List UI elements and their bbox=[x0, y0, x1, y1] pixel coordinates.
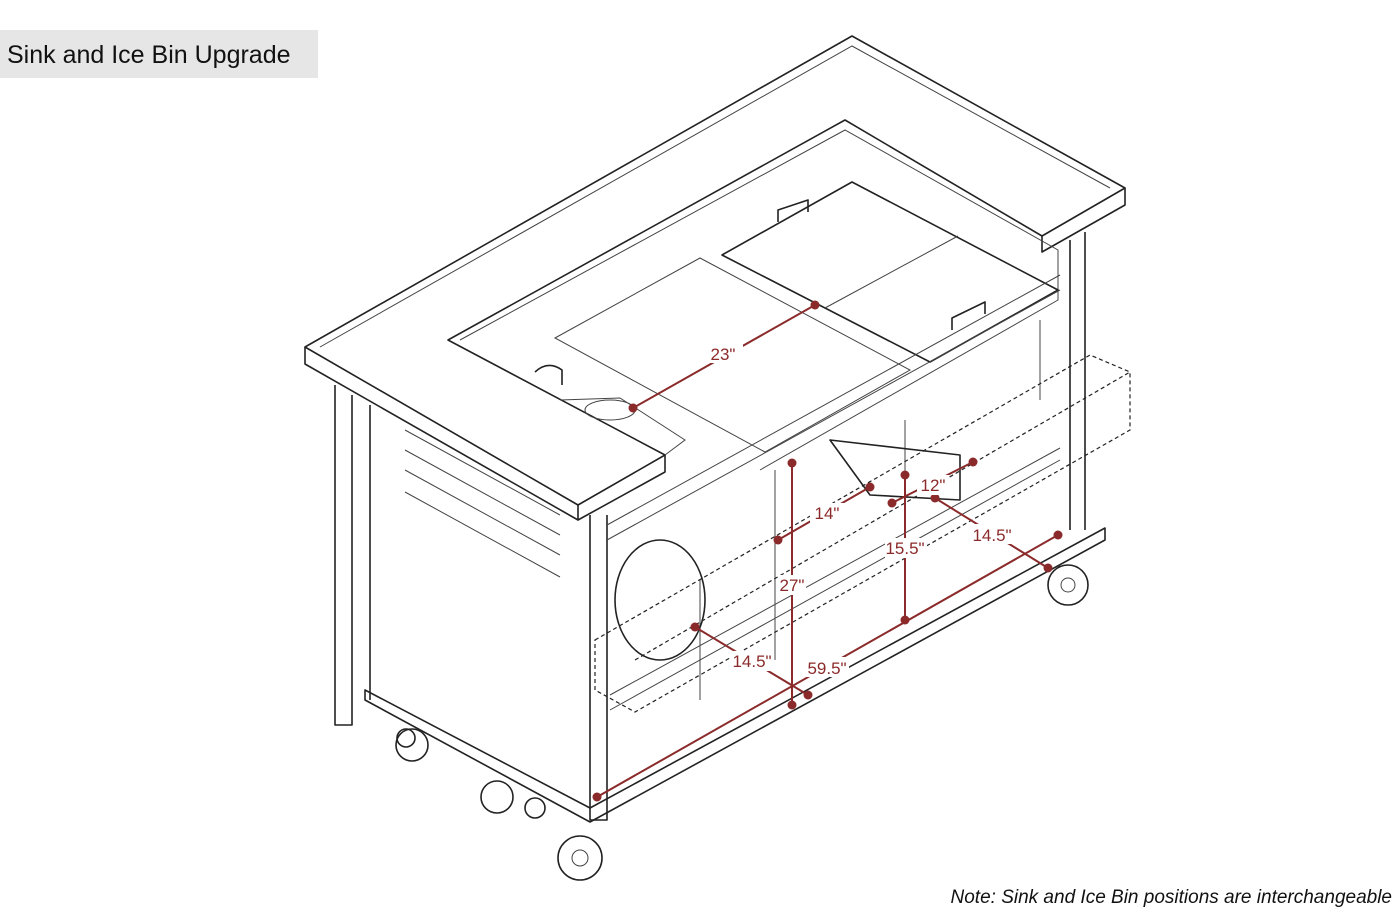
cabinet-frame bbox=[334, 232, 1106, 823]
dimension-lines bbox=[592, 300, 1063, 802]
dim-15-5: 15.5" bbox=[885, 539, 924, 558]
dimension-labels: 23" 27" 14" 12" 15.5" 14.5" 59.5" 14.5" bbox=[703, 343, 1014, 678]
ice-bin-lids bbox=[553, 181, 1059, 453]
dim-14-5-front: 14.5" bbox=[732, 652, 771, 671]
dim-12: 12" bbox=[921, 476, 946, 495]
dim-23: 23" bbox=[711, 345, 736, 364]
dim-14: 14" bbox=[815, 504, 840, 523]
propane-tank bbox=[614, 439, 961, 661]
countertop bbox=[304, 35, 1126, 521]
vent-slots bbox=[404, 429, 561, 578]
dim-27: 27" bbox=[780, 576, 805, 595]
page-title: Sink and Ice Bin Upgrade bbox=[0, 30, 318, 78]
dim-59-5: 59.5" bbox=[807, 659, 846, 678]
wheels bbox=[395, 564, 1089, 881]
dim-14-5-right: 14.5" bbox=[972, 526, 1011, 545]
dashed-outline bbox=[594, 354, 1131, 713]
sink-basin bbox=[534, 364, 686, 456]
interchangeable-note: Note: Sink and Ice Bin positions are int… bbox=[950, 887, 1393, 908]
